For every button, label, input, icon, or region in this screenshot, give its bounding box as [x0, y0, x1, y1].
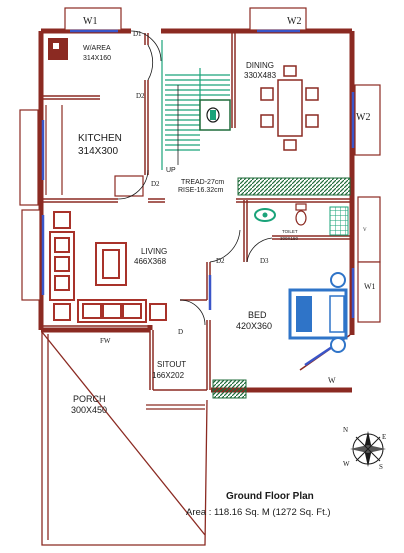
dining-table: [260, 65, 319, 151]
compass-s: S: [379, 463, 383, 471]
plan-title: Ground Floor Plan: [226, 491, 314, 502]
vent-v: V: [363, 228, 367, 233]
shower-grid: [329, 206, 349, 236]
hatch-band-2: [212, 379, 247, 399]
bed: [288, 272, 348, 353]
w-area-name: W/AREA: [83, 45, 111, 52]
toilet-size: 300X150: [280, 236, 299, 241]
window-glass: [41, 29, 355, 367]
door-swings: [117, 30, 273, 326]
compass-e: E: [382, 433, 386, 441]
door-d1: D1: [133, 30, 142, 38]
living-furniture: [49, 211, 167, 323]
kitchen-size: 314X300: [78, 146, 118, 157]
window-w1-top: W1: [83, 16, 97, 27]
plan-area: Area : 118.16 Sq. M (1272 Sq. Ft.): [186, 507, 331, 518]
plan-labels: W/AREA 314X160 KITCHEN 314X300 DINING 33…: [71, 16, 386, 518]
door-d3: D3: [260, 257, 269, 265]
inner-walls: [43, 33, 351, 391]
compass: [350, 431, 386, 467]
stair-rise: RISE-16.32cm: [178, 187, 224, 194]
windows: [19, 7, 381, 323]
sitout-size: 166X202: [152, 371, 185, 380]
bed-size: 420X360: [236, 321, 272, 331]
window-w1-right: W1: [364, 282, 376, 291]
dining-size: 330X483: [244, 71, 277, 80]
toilet-name: TOILET: [282, 229, 298, 234]
door-d2-kitchen: D2: [136, 92, 145, 100]
compass-n: N: [343, 426, 348, 434]
stair-tread: TREAD-27cm: [181, 179, 224, 186]
porch-outline: [41, 331, 208, 546]
dining-name: DINING: [246, 61, 274, 70]
porch-name: PORCH: [73, 394, 106, 404]
window-w2-right: W2: [356, 112, 370, 123]
hatch-band-1: [237, 177, 351, 196]
window-fw: FW: [100, 337, 111, 345]
bed-name: BED: [248, 310, 267, 320]
sitout-name: SITOUT: [157, 360, 186, 369]
door-d2-bed: D2: [216, 257, 225, 265]
door-d2-stair: D2: [151, 180, 160, 188]
living-size: 466X368: [134, 257, 167, 266]
w-area-sink-inner: [53, 43, 59, 49]
toilet-fixtures: [254, 203, 307, 226]
window-w2-top: W2: [287, 16, 301, 27]
kitchen-counter: [45, 105, 144, 197]
window-w-bottom: W: [328, 376, 336, 385]
kitchen-name: KITCHEN: [78, 133, 122, 144]
w-area-size: 314X160: [83, 55, 111, 62]
stair-toilet-fixture: [199, 99, 231, 131]
compass-w: W: [343, 460, 350, 468]
staircase: [161, 40, 230, 170]
porch-size: 300X450: [71, 405, 107, 415]
stair-up: UP: [166, 167, 176, 174]
door-d: D: [178, 328, 183, 336]
living-name: LIVING: [141, 247, 167, 256]
